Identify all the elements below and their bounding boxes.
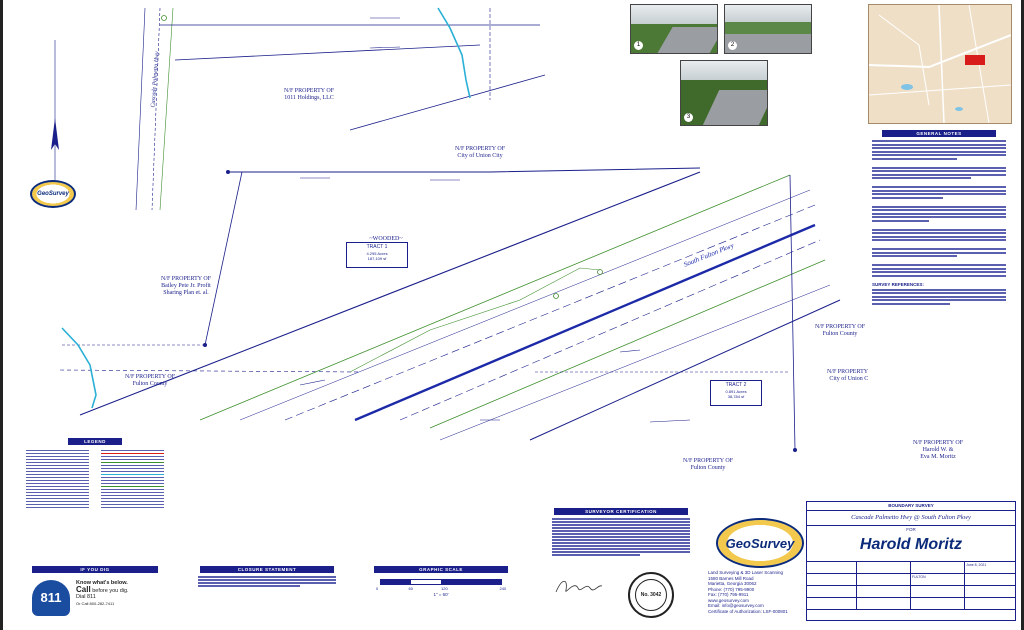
- tract-1-sqft: 187,109 sf: [367, 256, 387, 261]
- if-you-dig-panel: IF YOU DIG 811 Know what's below. Call b…: [22, 566, 168, 620]
- scale-tick-0: 0: [376, 586, 379, 591]
- site-photo-3-number: 3: [684, 113, 693, 122]
- geosurvey-logo-small-text: GeoSurvey: [37, 191, 69, 197]
- call-811-logo: 811: [32, 580, 70, 616]
- geosurvey-logo-large: GeoSurvey: [716, 518, 804, 568]
- site-photo-2[interactable]: 2: [724, 4, 812, 54]
- scan-border-right: [1021, 0, 1024, 630]
- geosurvey-logo-small: GeoSurvey: [30, 180, 76, 208]
- owner-label-harold-moritz: N/F PROPERTY OF Harold W. & Eva M. Morit…: [912, 440, 964, 460]
- company-web: www.geosurvey.com: [708, 597, 749, 603]
- tract-1-box: TRACT 1 4.295 Acres 187,109 sf: [346, 242, 408, 268]
- legend-panel: LEGEND: [22, 438, 168, 542]
- call-811-logo-text: 811: [40, 590, 62, 605]
- surveyor-certification-panel: SURVEYOR CERTIFICATION No. 3042: [548, 508, 694, 620]
- owner-label-fulton-bottom: N/F PROPERTY OF Fulton County: [682, 458, 734, 471]
- surveyor-seal-text: No. 3042: [640, 592, 662, 598]
- site-photo-3[interactable]: 3: [680, 60, 768, 126]
- survey-sheet: Cascade Palmetto Hwy South Fulton Pkwy N…: [18, 4, 1016, 621]
- scan-border-left: [0, 0, 3, 630]
- company-fax: Fax: (770) 795-9911: [708, 592, 749, 597]
- title-block-project: Cascade Palmetto Hwy @ South Fulton Pkwy: [807, 511, 1015, 526]
- owner-label-union-city-top: N/F PROPERTY OF City of Union City: [454, 146, 506, 159]
- title-block-client: Harold Moritz: [807, 533, 1015, 562]
- general-notes-header: GENERAL NOTES: [882, 130, 996, 137]
- call-811-line3: Dial 811: [76, 594, 96, 600]
- survey-references-heading: SURVEY REFERENCES:: [872, 281, 924, 287]
- title-block-date: June 8, 2021: [965, 562, 1015, 574]
- vicinity-map-roads: [869, 5, 1011, 123]
- graphic-scale-panel: GRAPHIC SCALE 0 60 120 240 1" = 60': [368, 566, 514, 606]
- tract-2-sqft: 38,784 sf: [727, 394, 745, 399]
- vicinity-map: [868, 4, 1012, 124]
- call-811-line4: Or Call 800-282-7411: [76, 600, 115, 606]
- site-photo-2-number: 2: [728, 41, 737, 50]
- title-block-county: FULTON: [911, 574, 966, 586]
- call-811-line1: Know what's below.: [76, 580, 128, 586]
- closure-statement-header: CLOSURE STATEMENT: [200, 566, 334, 573]
- owner-label-fulton-left: N/F PROPERTY OF Fulton County: [124, 374, 176, 387]
- title-block-for: FOR: [906, 527, 916, 532]
- call-811-line2: Call: [76, 584, 91, 594]
- closure-statement-panel: CLOSURE STATEMENT: [194, 566, 340, 606]
- tract-2-acres: 0.891 Acres: [725, 389, 747, 394]
- plat-drawing: [51, 7, 841, 452]
- site-photo-1[interactable]: 1: [630, 4, 718, 54]
- scale-tick-2: 120: [441, 586, 448, 591]
- surveyor-certification-header: SURVEYOR CERTIFICATION: [554, 508, 688, 515]
- scale-tick-3: 240: [499, 586, 507, 591]
- surveyor-signature: [555, 580, 603, 593]
- company-phone: Phone: (770) 795-9900: [708, 586, 755, 592]
- surveyor-seal: No. 3042: [628, 572, 674, 618]
- wooded-label: ~WOODED~: [369, 236, 403, 242]
- call-811-line2b: before you dig.: [92, 587, 129, 594]
- tract-1-acres: 4.295 Acres: [366, 251, 388, 256]
- scale-bar: [380, 579, 502, 585]
- legend-header: LEGEND: [68, 438, 122, 445]
- if-you-dig-header: IF YOU DIG: [32, 566, 158, 573]
- scale-ratio: 1" = 60': [433, 592, 449, 597]
- company-address1: 1580 Barnes Mill Road: [708, 575, 754, 581]
- general-notes-panel: GENERAL NOTES SURVEY REFERENCES:: [868, 130, 1010, 400]
- scale-tick-1: 60: [408, 586, 413, 591]
- company-email: Email: info@geosurvey.com: [708, 603, 764, 608]
- title-block-kind: BOUNDARY SURVEY: [807, 502, 1015, 511]
- site-photo-1-number: 1: [634, 41, 643, 50]
- owner-label-1011-holdings: N/F PROPERTY OF 1011 Holdings, LLC: [283, 88, 335, 101]
- tract-2-box: TRACT 2 0.891 Acres 38,784 sf: [710, 380, 762, 406]
- tract-1-name: TRACT 1: [366, 244, 388, 250]
- geosurvey-logo-large-text: GeoSurvey: [725, 535, 795, 551]
- owner-label-fulton-right: N/F PROPERTY OF Fulton County: [814, 324, 866, 337]
- graphic-scale-header: GRAPHIC SCALE: [374, 566, 508, 573]
- title-block-grid: June 8, 2021 FULTON: [807, 562, 1015, 622]
- company-address2: Marietta, Georgia 30062: [708, 581, 757, 586]
- owner-label-bailey: N/F PROPERTY OF Bailey Pete Jr. Profit S…: [160, 276, 212, 296]
- tract-2-name: TRACT 2: [725, 382, 747, 388]
- company-cert: Certificate of Authorization: LSF-000801: [708, 608, 788, 614]
- title-block: BOUNDARY SURVEY Cascade Palmetto Hwy @ S…: [806, 501, 1016, 621]
- company-info: Land Surveying & 3D Laser Scanning 1580 …: [708, 570, 812, 614]
- company-tagline: Land Surveying & 3D Laser Scanning: [708, 570, 784, 575]
